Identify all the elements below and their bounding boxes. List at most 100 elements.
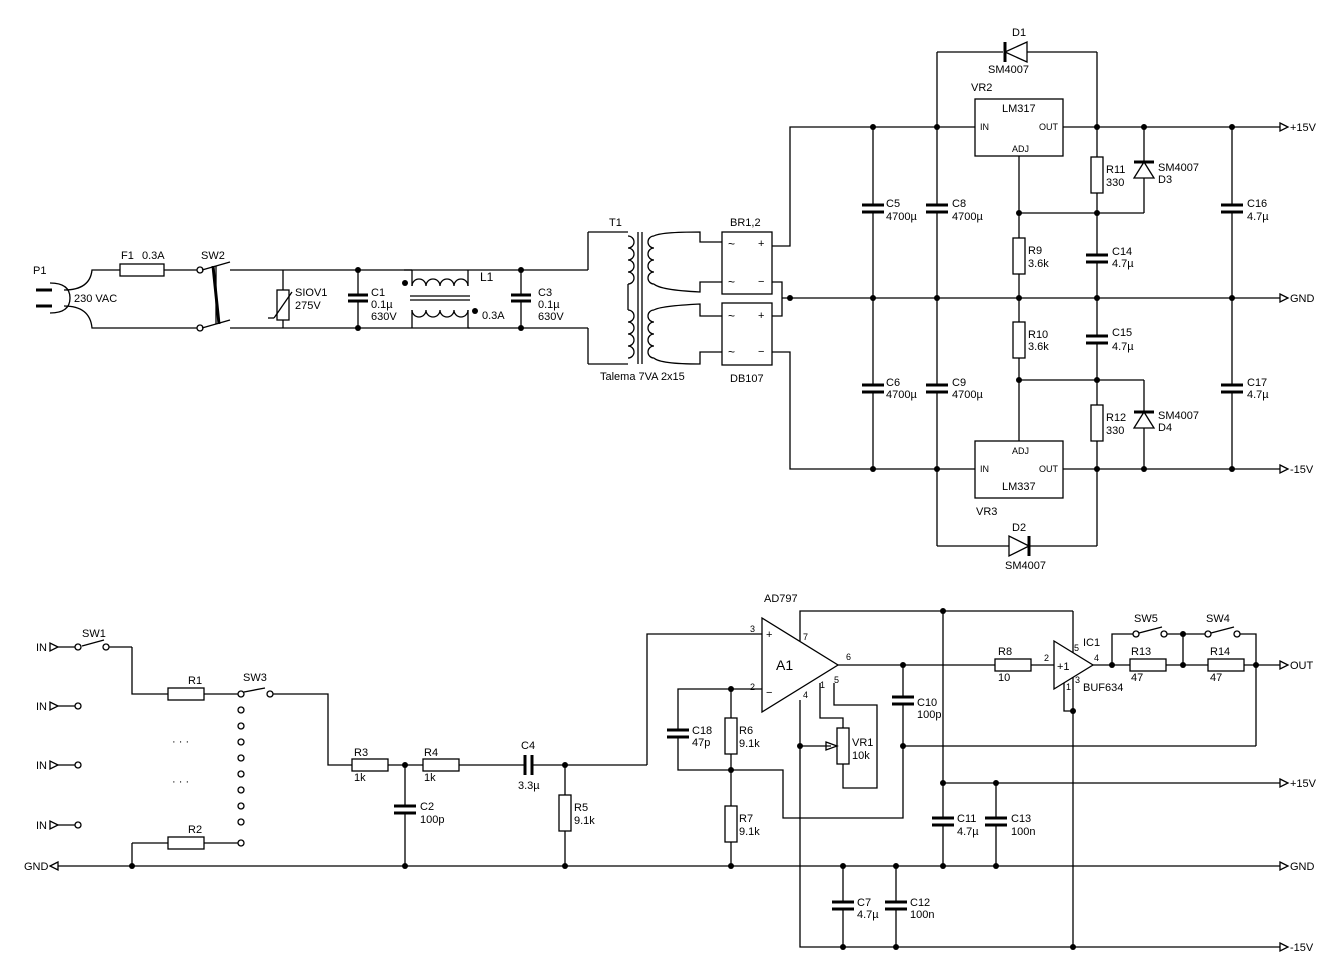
svg-text:R8: R8 xyxy=(998,646,1012,658)
svg-text:10: 10 xyxy=(998,672,1010,684)
resistor-r3 xyxy=(351,758,389,772)
label-siov1: SIOV1 xyxy=(295,287,327,299)
resistor-r1 xyxy=(167,687,205,701)
label-p1: P1 xyxy=(33,265,46,277)
choke-l1 xyxy=(404,269,470,328)
svg-text:1k: 1k xyxy=(424,772,436,784)
label-sw5: SW5 xyxy=(1134,613,1158,625)
svg-text:C12: C12 xyxy=(910,897,930,909)
svg-text:C11: C11 xyxy=(957,813,976,825)
svg-text:+: + xyxy=(758,310,764,322)
svg-text:· · ·: · · · xyxy=(172,736,189,748)
svg-text:SM4007: SM4007 xyxy=(1005,560,1046,572)
svg-text:1: 1 xyxy=(820,680,825,690)
svg-text:2: 2 xyxy=(750,682,755,692)
svg-text:3: 3 xyxy=(1075,675,1080,685)
svg-text:R4: R4 xyxy=(424,747,438,759)
label-psu-gnd: GND xyxy=(1290,293,1315,305)
label-t1-value: Talema 7VA 2x15 xyxy=(600,371,685,383)
label-c3-value: 0.1µ xyxy=(538,299,560,311)
svg-text:−: − xyxy=(766,687,772,699)
svg-text:100p: 100p xyxy=(420,814,444,826)
svg-text:−: − xyxy=(758,346,764,358)
svg-text:OUT: OUT xyxy=(1039,464,1059,474)
label-c1: C1 xyxy=(371,287,385,299)
svg-text:+: + xyxy=(758,238,764,250)
label-ad797: AD797 xyxy=(764,593,798,605)
svg-text:4: 4 xyxy=(1094,653,1099,663)
svg-text:5: 5 xyxy=(1074,643,1079,653)
label-l1-value: 0.3A xyxy=(482,310,505,322)
svg-text:R11: R11 xyxy=(1106,164,1125,176)
svg-text:4.7µ: 4.7µ xyxy=(857,909,879,921)
svg-text:ADJ: ADJ xyxy=(1012,144,1029,154)
svg-text:9.1k: 9.1k xyxy=(574,815,595,827)
label-f1-value: 0.3A xyxy=(142,250,165,262)
label-c5: C5 xyxy=(886,198,900,210)
svg-text:1k: 1k xyxy=(354,772,366,784)
label-amp-gnd: GND xyxy=(1290,861,1315,873)
svg-text:IN: IN xyxy=(980,464,989,474)
label-sw1: SW1 xyxy=(82,628,106,640)
label-in1: IN xyxy=(36,642,47,654)
resistor-r5 xyxy=(558,794,572,832)
label-d2: D2 xyxy=(1012,522,1026,534)
label-l1: L1 xyxy=(480,270,494,284)
label-c1-value: 0.1µ xyxy=(371,299,393,311)
svg-text:R2: R2 xyxy=(188,824,202,836)
svg-text:OUT: OUT xyxy=(1039,122,1059,132)
svg-text:+: + xyxy=(766,629,772,641)
svg-text:R10: R10 xyxy=(1028,329,1048,341)
power-supply-section: P1 230 VAC F1 0.3A SW2 SIOV1 275V C1 0.1… xyxy=(33,27,1317,572)
label-c3: C3 xyxy=(538,287,552,299)
resistor-r9 xyxy=(1012,237,1026,275)
resistor-r11 xyxy=(1090,156,1104,194)
svg-text:−: − xyxy=(758,276,764,288)
label-c1-voltage: 630V xyxy=(371,311,397,323)
transformer-t1 xyxy=(587,231,722,365)
label-c8: C8 xyxy=(952,198,966,210)
svg-text:R9: R9 xyxy=(1028,245,1042,257)
svg-text:10k: 10k xyxy=(852,750,870,762)
svg-text:47: 47 xyxy=(1210,672,1222,684)
svg-text:R3: R3 xyxy=(354,747,368,759)
svg-text:C10: C10 xyxy=(917,697,937,709)
rotary-switch-sw3 xyxy=(237,687,274,847)
svg-text:2: 2 xyxy=(1044,653,1049,663)
svg-text:4.7µ: 4.7µ xyxy=(1247,211,1269,223)
svg-text:C15: C15 xyxy=(1112,327,1132,339)
bridge-br2 xyxy=(721,302,773,366)
svg-text:~: ~ xyxy=(728,275,735,289)
svg-text:C14: C14 xyxy=(1112,246,1132,258)
svg-text:4.7µ: 4.7µ xyxy=(1112,258,1134,270)
svg-text:R5: R5 xyxy=(574,802,588,814)
svg-text:C17: C17 xyxy=(1247,377,1267,389)
svg-text:4700µ: 4700µ xyxy=(886,389,917,401)
svg-text:R7: R7 xyxy=(739,813,753,825)
label-sw4: SW4 xyxy=(1206,613,1230,625)
label-d1: D1 xyxy=(1012,27,1026,39)
svg-text:1: 1 xyxy=(1066,682,1071,692)
label-amp-gnd-left: GND xyxy=(24,861,49,873)
svg-text:R13: R13 xyxy=(1131,646,1151,658)
svg-text:A1: A1 xyxy=(776,657,793,673)
resistor-r4 xyxy=(422,758,460,772)
plug-p1 xyxy=(36,269,200,329)
fuse-f1 xyxy=(119,263,165,277)
label-c6: C6 xyxy=(886,377,900,389)
svg-text:9.1k: 9.1k xyxy=(739,738,760,750)
label-psu-m15: -15V xyxy=(1290,464,1314,476)
svg-text:3: 3 xyxy=(750,624,755,634)
svg-text:4700µ: 4700µ xyxy=(952,211,983,223)
svg-text:~: ~ xyxy=(728,345,735,359)
label-amp-p15: +15V xyxy=(1290,778,1317,790)
svg-text:4.7µ: 4.7µ xyxy=(1247,389,1269,401)
resistor-r8 xyxy=(994,658,1032,672)
label-siov1-value: 275V xyxy=(295,300,321,312)
label-db107: DB107 xyxy=(730,373,764,385)
svg-text:4700µ: 4700µ xyxy=(952,389,983,401)
label-amp-m15: -15V xyxy=(1290,942,1314,954)
svg-text:6: 6 xyxy=(846,652,851,662)
svg-text:100p: 100p xyxy=(917,709,941,721)
